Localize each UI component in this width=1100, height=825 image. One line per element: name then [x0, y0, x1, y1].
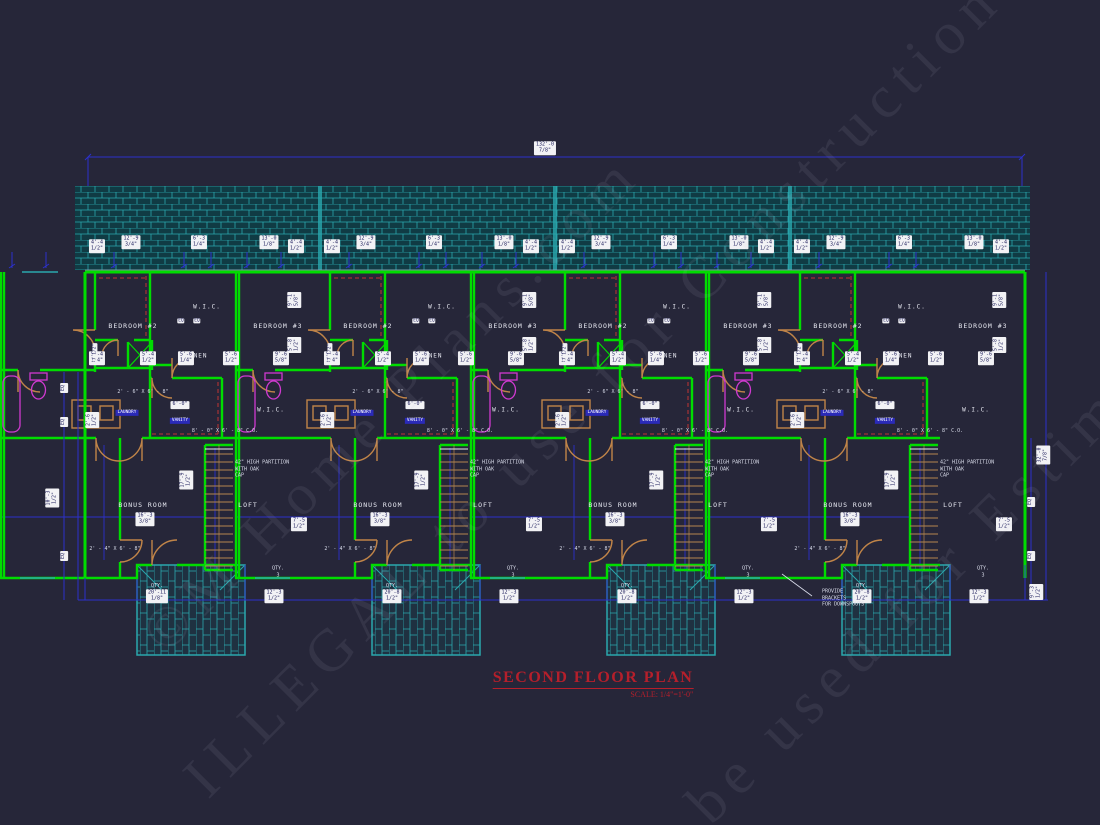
- plan-title: SECOND FLOOR PLAN: [492, 669, 694, 689]
- title-block: SECOND FLOOR PLAN SCALE: 1/4"=1'-0": [492, 669, 694, 699]
- plan-scale: SCALE: 1/4"=1'-0": [630, 690, 694, 699]
